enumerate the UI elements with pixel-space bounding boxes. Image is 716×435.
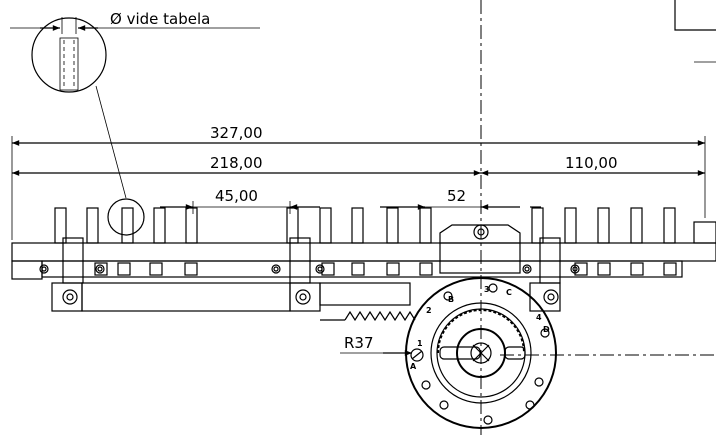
dim-right-span-label: 110,00: [565, 154, 618, 172]
screw-icon: [95, 264, 105, 274]
rail-pin: [185, 207, 198, 244]
rail-slot: [597, 262, 611, 276]
knob-label-c: C: [506, 288, 512, 297]
screw-icon: [315, 264, 325, 274]
rail-pin: [419, 207, 432, 244]
screw-icon: [570, 264, 580, 274]
dimension-right-span: 110,00: [481, 154, 705, 176]
rail-slot: [149, 262, 163, 276]
knob-label-1: 1: [417, 339, 423, 348]
knob-label-b: B: [448, 295, 454, 304]
rail-pin: [386, 207, 399, 244]
dimension-overall: 327,00: [11, 124, 706, 240]
dim-offset-label: 52: [447, 187, 466, 205]
rail-slot: [574, 262, 588, 276]
dim-pitch-label: 45,00: [215, 187, 258, 205]
dimension-offset: 52: [380, 187, 541, 210]
rail-pin: [597, 207, 610, 244]
rail-assembly: [11, 207, 716, 312]
rail-slot: [630, 262, 644, 276]
screw-icon: [295, 289, 311, 305]
rail-pin: [319, 207, 332, 244]
knob-label-3: 3: [484, 285, 490, 294]
rail-pin: [86, 207, 99, 244]
rail-pin: [121, 207, 134, 244]
knob-label-d: D: [543, 325, 550, 334]
dim-left-span-label: 218,00: [210, 154, 263, 172]
screw-icon: [522, 264, 532, 274]
detail-callout-circle: [107, 198, 145, 236]
gear-rack: [344, 310, 416, 322]
radius-callout: R37: [340, 334, 412, 356]
rail-pin: [564, 207, 577, 244]
rail-slot: [117, 262, 131, 276]
dimension-left-span: 218,00: [12, 154, 481, 176]
rail-slot: [386, 262, 400, 276]
screw-icon: [543, 289, 559, 305]
radius-label: R37: [344, 334, 374, 352]
rail-slot: [94, 262, 108, 276]
screw-icon: [62, 289, 78, 305]
partial-view: [674, 0, 716, 63]
dimension-pitch: 45,00: [160, 187, 320, 214]
knob-label-4: 4: [536, 313, 542, 322]
rail-slot: [184, 262, 198, 276]
rail-pin: [663, 207, 676, 244]
screw-icon: [271, 264, 281, 274]
detail-label: Ø vide tabela: [110, 10, 210, 28]
rail-slot: [419, 262, 433, 276]
rail-pin: [630, 207, 643, 244]
rail-slot: [663, 262, 677, 276]
knob-label-2: 2: [426, 306, 432, 315]
dim-overall-label: 327,00: [210, 124, 263, 142]
detail-view: Ø vide tabela: [10, 10, 260, 199]
rail-pin: [351, 207, 364, 244]
gearbox-housing: [439, 224, 521, 274]
rail-pin: [153, 207, 166, 244]
screw-icon: [39, 264, 49, 274]
rail-slot: [351, 262, 365, 276]
knob-label-a: A: [410, 362, 417, 371]
